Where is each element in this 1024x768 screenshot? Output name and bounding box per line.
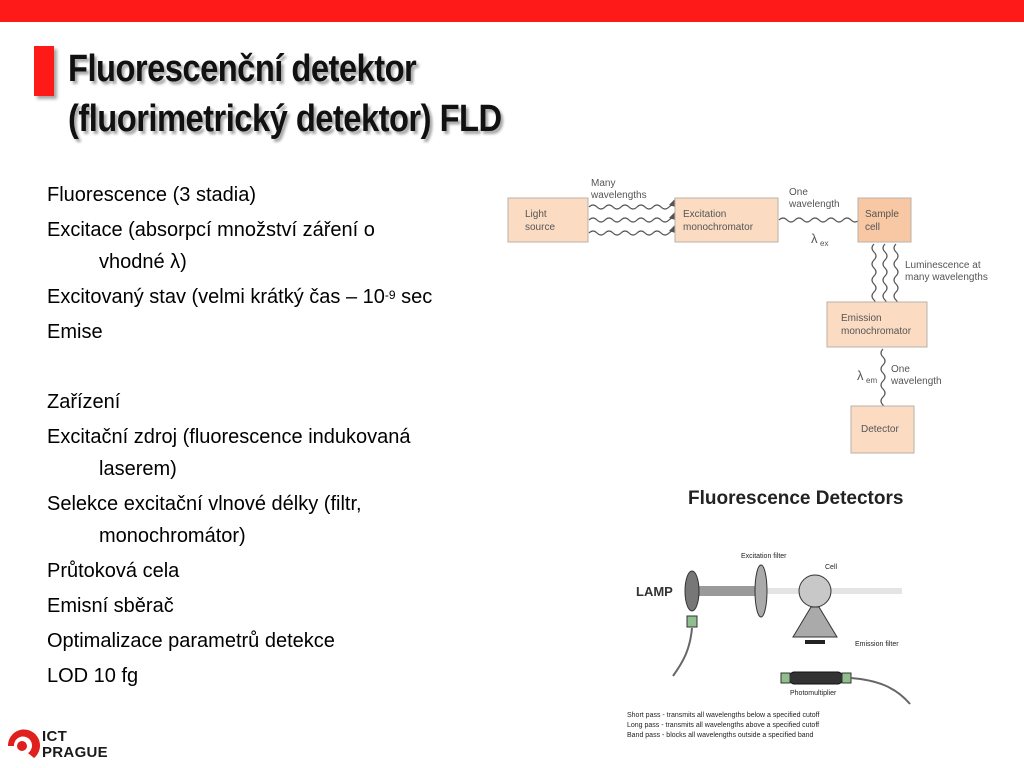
slide-title-line-1: Fluorescenční detektor [68,48,417,90]
slide-title-line-2: (fluorimetrický detektor) FLD [68,98,502,140]
light-source-label: Light [525,209,547,220]
excitation-monochromator-label: monochromator [683,222,754,233]
logo-text: ICT PRAGUE [42,729,108,761]
lamp-connector [686,615,698,628]
body-line: Excitační zdroj (fluorescence indukovaná [47,426,411,448]
logo-swirl-icon [7,729,40,758]
emission-filter-icon [805,640,825,644]
photomultiplier-label: Photomultiplier [790,690,837,697]
emission-monochromator-label: Emission [841,313,882,324]
body-line: Fluorescence (3 stadia) [47,184,256,206]
lamp-icon [684,570,700,612]
light-source-box [507,197,589,243]
body-line: Zařízení [47,391,121,413]
body-line: Emise [47,321,103,343]
emission-monochromator-box [826,301,928,348]
slide-title: Fluorescenční detektor (fluorimetrický d… [68,44,502,144]
luminescence-label: Luminescence at [905,260,981,271]
logo-dot-icon [17,741,27,751]
title-accent-marker [34,46,54,96]
one-wavelength-label: wavelength [788,199,840,210]
light-source-label: source [525,222,555,233]
excitation-filter-icon [754,564,768,618]
filter-legend-line: Short pass - transmits all wavelengths b… [627,712,820,719]
detector-label: Detector [861,424,899,435]
logo-line-ict: ICT [42,728,68,745]
body-line-continued: laserem) [99,458,177,480]
many-wavelengths-label: Many [591,178,615,189]
wavy-light-ray [588,224,678,236]
emission-filter-label: Emission filter [855,641,899,648]
photomultiplier-connector [780,672,791,684]
cell-icon [798,574,832,608]
body-line: LOD 10 fg [47,665,139,687]
fluorescence-detectors-title: Fluorescence Detectors [688,488,904,509]
one-wavelength-label: One [891,364,910,375]
body-line: Optimalizace parametrů detekce [47,630,335,652]
body-line: Průtoková cela [47,560,180,582]
body-line-continued: vhodné λ) [99,251,187,273]
filter-legend-line: Band pass - blocks all wavelengths outsi… [627,732,813,739]
excitation-filter-label: Excitation filter [741,553,787,560]
emission-monochromator-label: monochromator [841,326,912,337]
lamp-tube [697,586,761,596]
cell-funnel [792,606,838,638]
blank-line [47,350,567,385]
excitation-monochromator-label: Excitation [683,209,726,220]
lambda-ex-symbol: λ [811,231,818,246]
cell-label: Cell [825,564,838,571]
luminescence-label: many wavelengths [905,272,988,283]
fluorescence-block-diagram: Light source Many wavelengths Excitation… [507,178,988,454]
top-accent-bar [0,0,1024,22]
lamp-cable [672,627,693,677]
wavy-light-ray [588,211,678,223]
one-wavelength-label: One [789,187,808,198]
body-line-continued: monochromátor) [99,525,246,547]
exponent: -9 [384,288,396,302]
lamp-label: LAMP [636,584,673,599]
detector-box [850,405,915,454]
many-wavelengths-label: wavelengths [590,190,647,201]
body-text: Fluorescence (3 stadia) Excitace (absorp… [47,178,567,694]
photomultiplier-icon [789,671,843,685]
photomultiplier-cable [850,677,911,705]
wavy-light-ray [588,198,678,210]
lambda-em-symbol: λ [857,368,864,383]
ict-prague-logo [7,729,40,758]
excitation-monochromator-box [674,197,779,243]
one-wavelength-label: wavelength [890,376,942,387]
body-text-fragment: sec [395,286,433,308]
sample-cell-label: cell [865,222,880,233]
photomultiplier-connector [841,672,852,684]
sample-cell-label: Sample [865,209,899,220]
lambda-em-subscript: em [866,376,877,385]
body-text-fragment: Excitovaný stav (velmi krátký čas – 10 [47,286,385,308]
body-line: Selekce excitační vlnové délky (filtr, [47,493,362,515]
body-line: Emisní sběrač [47,595,174,617]
filter-legend-line: Long pass - transmits all wavelengths ab… [627,722,819,729]
body-line: Excitace (absorpcí množství záření o [47,219,375,241]
logo-line-prague: PRAGUE [42,744,108,761]
wavy-light-ray [778,211,868,223]
body-line-excited-state: Excitovaný stav (velmi krátký čas – 10-9… [47,280,567,315]
fluorescence-detector-schematic: Excitation filter Cell LAMP Emission fil… [627,553,911,739]
sample-cell-box [857,197,912,243]
lambda-ex-subscript: ex [820,239,828,248]
